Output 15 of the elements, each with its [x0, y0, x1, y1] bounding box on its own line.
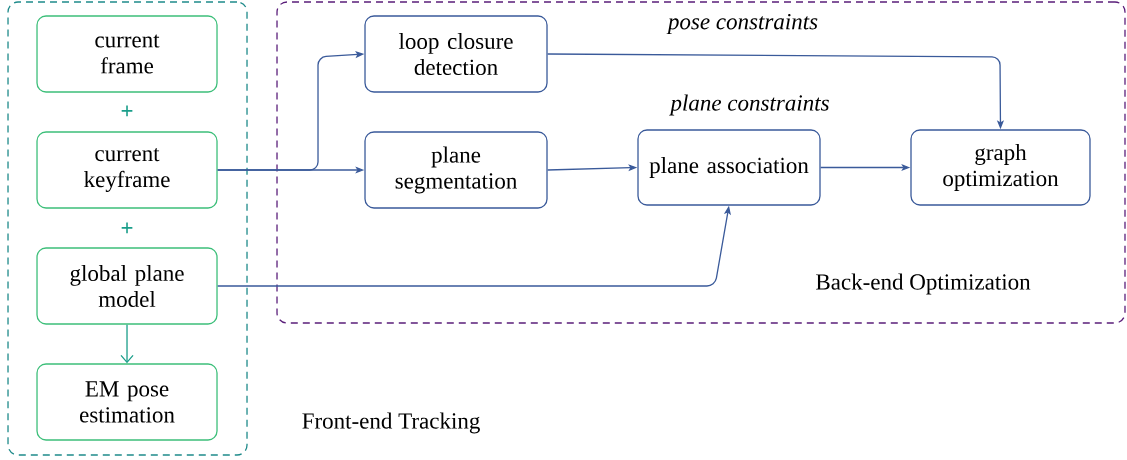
- constraint-label: plane constraints: [669, 94, 829, 116]
- plus-sign: +: [121, 105, 133, 117]
- group-title: Front-end Tracking: [302, 412, 480, 434]
- plus-sign: +: [121, 222, 133, 234]
- process-box: EM pose estimation: [36, 363, 218, 441]
- process-box: current frame: [36, 15, 218, 93]
- group-title: Back-end Optimization: [816, 273, 1031, 295]
- arrow: [120, 324, 134, 364]
- process-box: current keyframe: [36, 131, 218, 209]
- process-box: graph optimization: [910, 129, 1091, 206]
- edge-label: pose constraints: [666, 13, 818, 35]
- process-box: plane association: [637, 129, 821, 206]
- process-box: loop closure detection: [364, 15, 548, 93]
- process-box: global plane model: [36, 247, 218, 325]
- process-box: plane segmentation: [364, 131, 548, 209]
